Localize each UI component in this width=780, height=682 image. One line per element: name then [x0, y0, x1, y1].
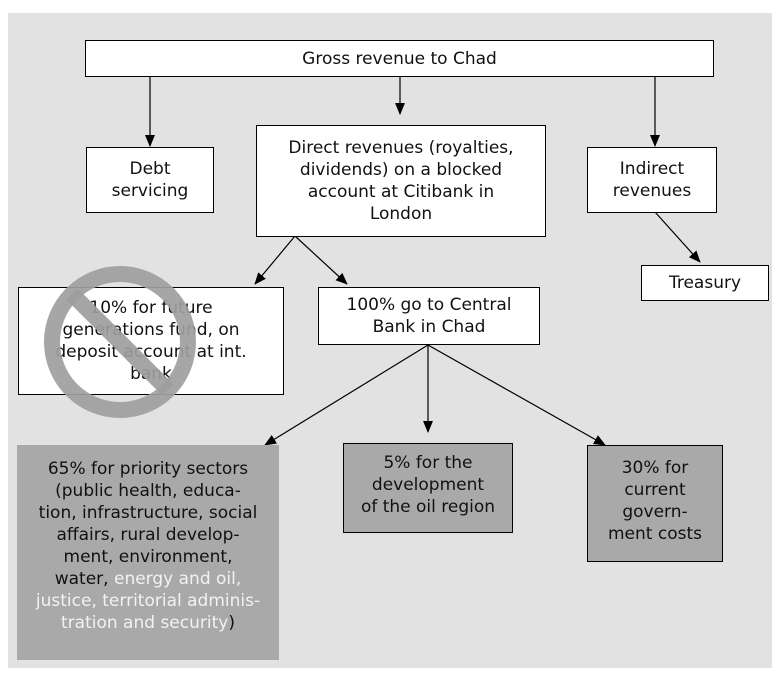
node-central-bank-line-1: 100% go to Central — [346, 295, 512, 315]
node-central-bank-line-2: Bank in Chad — [372, 317, 486, 337]
node-government-costs-line-2: current — [624, 480, 686, 500]
node-oil-region-line-2: development — [371, 475, 485, 495]
arrow-direct-to-future — [254, 235, 296, 285]
arrow-central-to-government — [427, 344, 606, 446]
node-oil-region-line-3: of the oil region — [360, 497, 496, 517]
arrow-indirect-to-treasury — [654, 211, 701, 263]
node-treasury-label: Treasury — [668, 273, 742, 293]
node-gross-revenue: Gross revenue to Chad — [85, 40, 714, 77]
node-priority-sectors-line-1: 65% for priority sectors — [47, 459, 249, 479]
priority-closing-paren: ) — [228, 613, 235, 633]
node-direct-revenues-line-1: Direct revenues (royalties, — [288, 138, 514, 158]
no-entry-icon — [44, 266, 196, 418]
node-indirect-revenues: Indirect revenues — [587, 147, 717, 213]
node-government-costs-line-1: 30% for — [621, 458, 689, 478]
node-priority-sectors-line-3: tion, infrastructure, social — [38, 503, 258, 523]
arrow-central-to-priority — [264, 344, 429, 446]
node-debt-servicing-line-2: servicing — [111, 181, 189, 201]
node-indirect-revenues-line-1: Indirect — [619, 159, 685, 179]
node-debt-servicing: Debt servicing — [86, 147, 214, 213]
node-gross-revenue-label: Gross revenue to Chad — [302, 48, 497, 69]
node-treasury: Treasury — [641, 265, 769, 301]
node-direct-revenues-line-2: dividends) on a blocked — [299, 160, 503, 180]
node-future-generations-line-3: deposit account at int. — [55, 342, 247, 362]
node-oil-region: 5% for the development of the oil region — [343, 443, 513, 533]
node-priority-sectors-line-8: tration and security) — [36, 612, 260, 634]
priority-water-text: water, — [54, 569, 114, 589]
arrow-direct-to-central — [294, 235, 348, 285]
node-government-costs-line-3: govern- — [622, 502, 688, 522]
node-priority-sectors-line-6: water, energy and oil, — [36, 568, 260, 590]
node-priority-sectors-line-7: justice, territorial adminis- — [35, 591, 261, 611]
node-priority-sectors-line-2: (public health, educa- — [55, 481, 241, 501]
node-direct-revenues-line-4: London — [369, 204, 433, 224]
node-central-bank: 100% go to Central Bank in Chad — [318, 287, 540, 345]
priority-energy-text: energy and oil, — [113, 569, 242, 589]
node-government-costs: 30% for current govern- ment costs — [587, 445, 723, 562]
node-direct-revenues-line-3: account at Citibank in — [307, 182, 495, 202]
node-debt-servicing-line-1: Debt — [129, 159, 171, 179]
node-direct-revenues: Direct revenues (royalties, dividends) o… — [256, 125, 546, 237]
node-priority-sectors: 65% for priority sectors (public health,… — [17, 445, 279, 660]
node-oil-region-line-1: 5% for the — [383, 453, 473, 473]
priority-security-text: tration and security — [61, 613, 229, 633]
node-indirect-revenues-line-2: revenues — [612, 181, 692, 201]
node-priority-sectors-line-5: ment, environment, — [63, 547, 233, 567]
node-government-costs-line-4: ment costs — [608, 524, 702, 544]
node-priority-sectors-line-4: affairs, rural develop- — [56, 525, 240, 545]
